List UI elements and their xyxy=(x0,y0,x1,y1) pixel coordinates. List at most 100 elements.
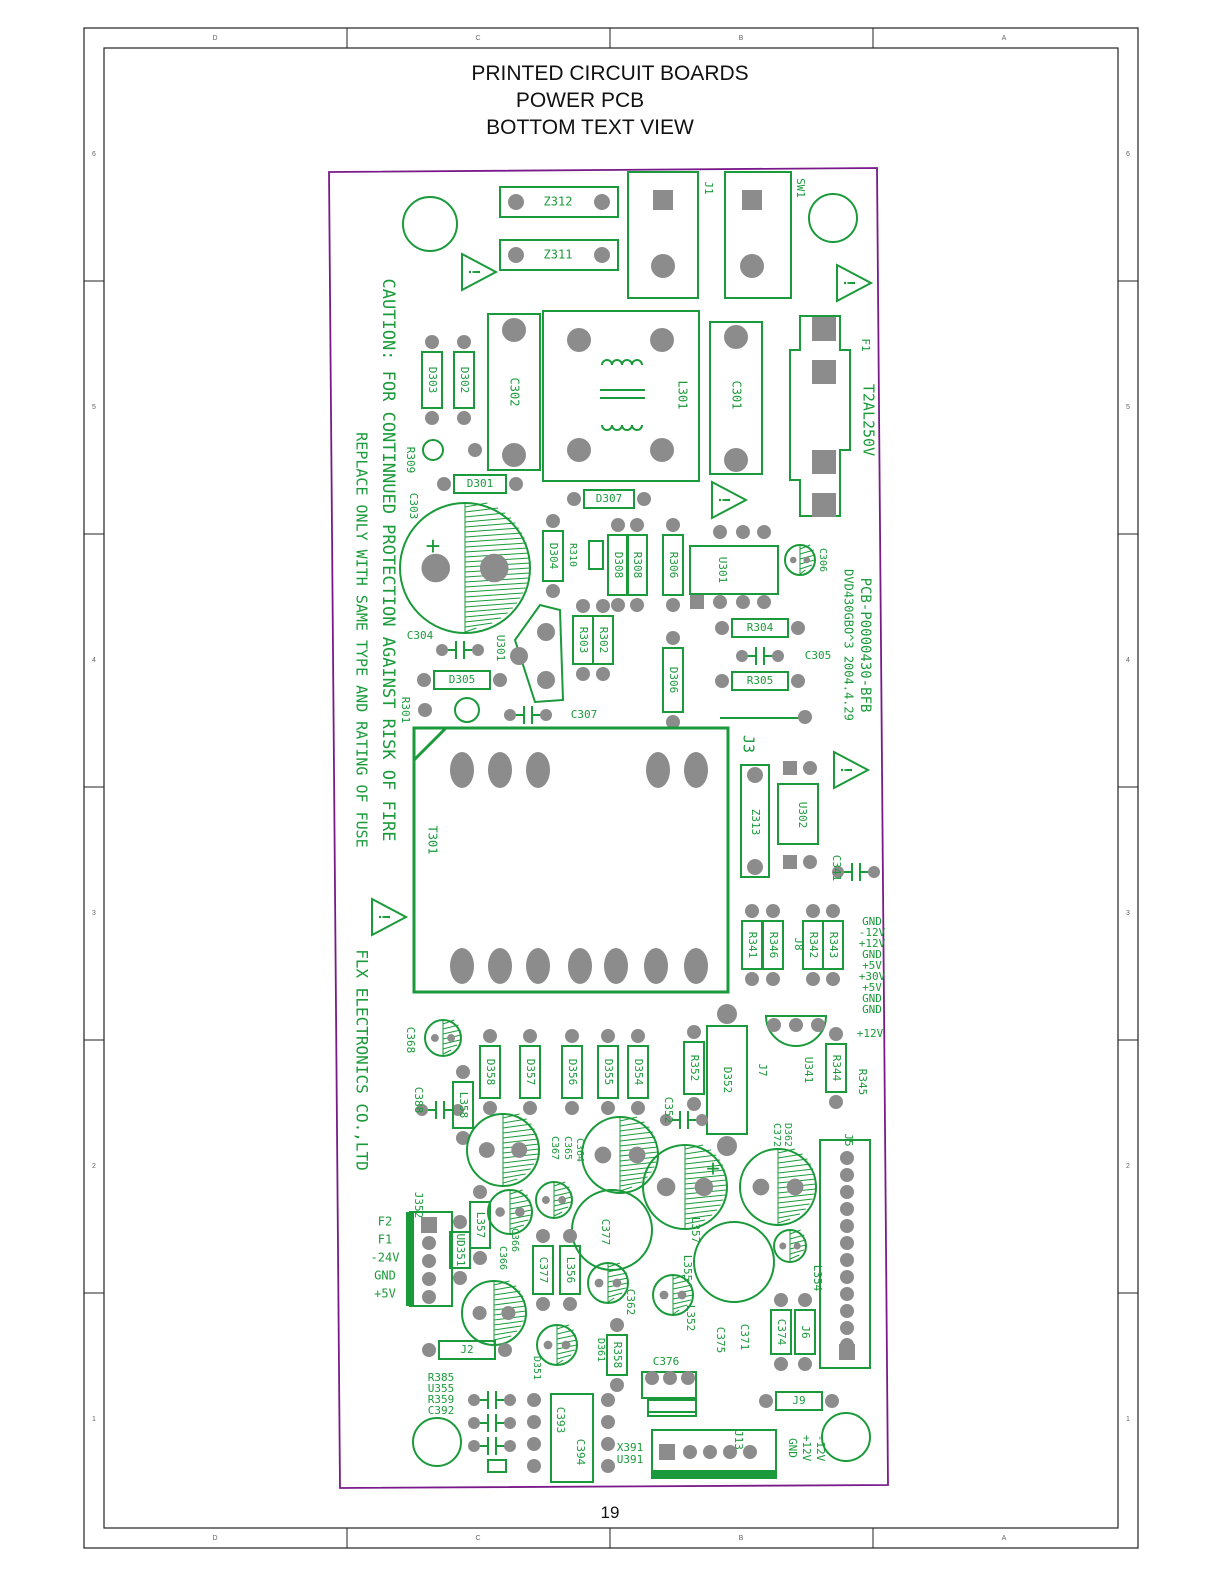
j352-label: J352 xyxy=(412,1192,425,1219)
pad xyxy=(416,1104,428,1116)
part-outline xyxy=(821,1412,871,1462)
pad xyxy=(546,584,560,598)
j8-pin-label: GND xyxy=(862,1003,882,1016)
warning-triangle: ! xyxy=(371,897,409,937)
silk-line xyxy=(789,1229,801,1235)
silk-line xyxy=(502,1118,527,1124)
pad xyxy=(747,767,763,783)
zone-letter: C xyxy=(475,1535,480,1542)
silk-line xyxy=(684,1194,726,1200)
part-outline xyxy=(402,196,458,252)
title-line-3: BOTTOM TEXT VIEW xyxy=(486,116,694,139)
resistor-label: D356 xyxy=(566,1059,579,1086)
pad xyxy=(724,325,748,349)
pad xyxy=(798,710,812,724)
j355-label: J13 xyxy=(732,1430,745,1450)
pad xyxy=(453,1215,467,1229)
r310-label: R310 xyxy=(567,543,578,567)
zone-letter: D xyxy=(212,1535,217,1542)
j8-pin-label: GND xyxy=(862,992,882,1005)
pad xyxy=(840,1287,854,1301)
silk-line xyxy=(464,507,499,513)
transformer-pin xyxy=(646,752,670,788)
pad xyxy=(803,761,817,775)
pad xyxy=(523,1029,537,1043)
r386-label: X391 xyxy=(617,1441,644,1454)
zone-number: 6 xyxy=(92,151,96,158)
j7-label: J7 xyxy=(756,1063,769,1076)
part-outline xyxy=(453,351,475,409)
silk-line xyxy=(672,1284,693,1290)
pad xyxy=(630,518,644,532)
silk-line xyxy=(502,1168,531,1174)
silk-line xyxy=(799,549,814,555)
pad xyxy=(759,1394,773,1408)
f1-label: F1 xyxy=(859,338,872,351)
pad xyxy=(806,972,820,986)
silk-line xyxy=(509,1189,523,1195)
silk-line xyxy=(777,1193,815,1199)
pad xyxy=(563,1297,577,1311)
silk-line xyxy=(553,1181,566,1187)
plus-sign: + xyxy=(425,531,440,561)
pad xyxy=(473,1185,487,1199)
coil-arc xyxy=(631,424,643,431)
resistor-label: R302 xyxy=(597,627,610,654)
resistor-label: R343 xyxy=(827,932,840,959)
u355-label: C376 xyxy=(653,1355,680,1368)
pad xyxy=(660,1114,672,1126)
silk-line xyxy=(502,1173,526,1179)
pad xyxy=(483,1101,497,1115)
silk-line xyxy=(607,1297,615,1303)
silk-line xyxy=(777,1198,813,1204)
transformer-pin xyxy=(488,948,512,984)
resistor-label: UD351 xyxy=(454,1233,467,1266)
part-outline xyxy=(588,540,604,570)
part-outline xyxy=(542,530,564,582)
silk-line xyxy=(556,1334,577,1340)
j355-pin-label: +12V xyxy=(800,1435,813,1462)
pad xyxy=(436,644,448,656)
silk-line xyxy=(607,1267,625,1273)
coil-arc xyxy=(611,424,623,431)
pad xyxy=(774,1357,788,1371)
square-pad xyxy=(783,761,797,775)
pad xyxy=(422,1218,436,1232)
square-pad xyxy=(659,1444,675,1460)
pad xyxy=(666,715,680,729)
silk-line xyxy=(684,1214,713,1220)
pad xyxy=(650,438,674,462)
pad xyxy=(601,1459,615,1473)
silk-line xyxy=(464,612,508,618)
pad xyxy=(601,1101,615,1115)
pad xyxy=(601,1393,615,1407)
cap-hatch xyxy=(684,1144,728,1230)
part-outline xyxy=(662,534,684,596)
pad xyxy=(717,1004,737,1024)
pad xyxy=(567,492,581,506)
j352-pin-label: -24V xyxy=(371,1251,400,1265)
silk-line xyxy=(464,547,529,553)
pad xyxy=(523,1101,537,1115)
j8-pin-label: +5V xyxy=(862,981,882,994)
silk-line xyxy=(493,1330,518,1336)
pad xyxy=(743,1445,757,1459)
pad xyxy=(576,599,590,613)
c352-label: C352 xyxy=(662,1097,675,1124)
silk-line xyxy=(464,627,477,633)
pad xyxy=(840,1168,854,1182)
part-outline xyxy=(499,239,619,271)
silk-line xyxy=(493,1285,517,1291)
pad xyxy=(468,1417,480,1429)
square-pad xyxy=(690,595,704,609)
c394-label: R359 xyxy=(428,1393,455,1406)
part-outline xyxy=(421,351,443,409)
silk-line xyxy=(777,1218,791,1224)
silk-line xyxy=(607,1292,623,1298)
pad xyxy=(715,674,729,688)
pad xyxy=(417,673,431,687)
warning-glyph: ! xyxy=(837,767,854,772)
pad xyxy=(601,1029,615,1043)
d362-label: D362 xyxy=(782,1123,793,1147)
part-outline xyxy=(777,783,819,845)
